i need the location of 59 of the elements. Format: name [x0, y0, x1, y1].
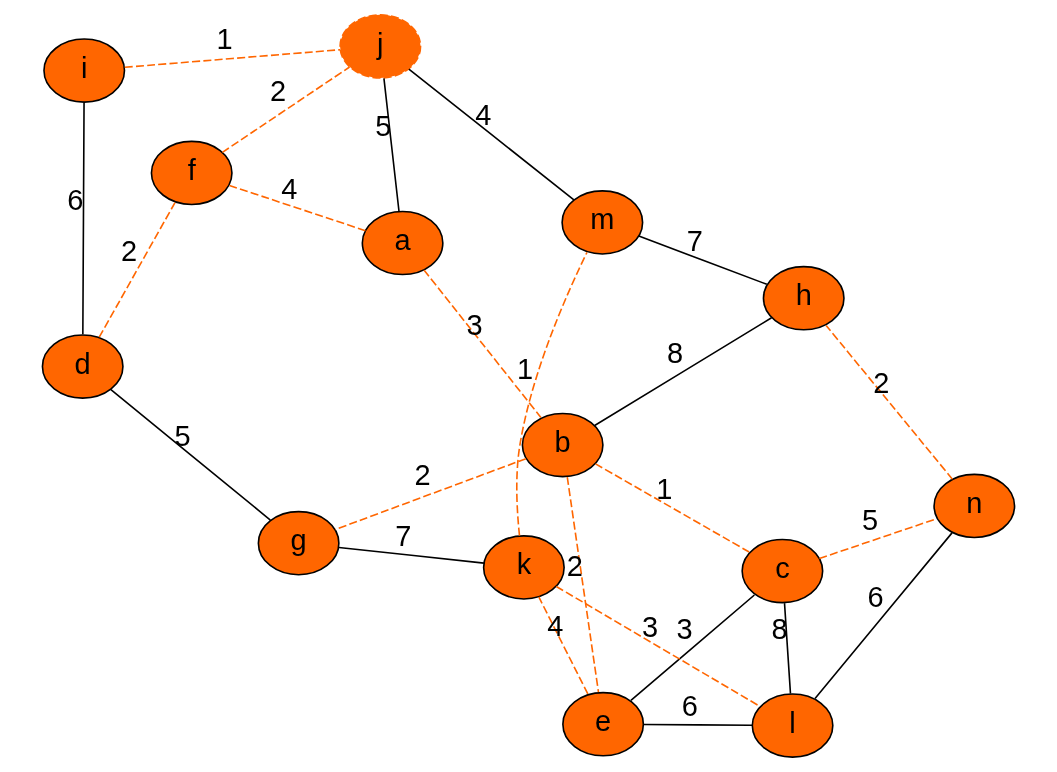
- edge-label: 2: [414, 459, 431, 492]
- edge-label: 8: [771, 613, 788, 646]
- node-ellipse: b: [521, 412, 604, 478]
- connector: [221, 66, 351, 154]
- edge-label: 2: [566, 549, 583, 582]
- edge-label: 4: [547, 610, 564, 643]
- connector: [825, 324, 954, 480]
- node-ellipse: l: [751, 693, 834, 758]
- edge-label: 2: [873, 367, 890, 400]
- connector: [98, 201, 176, 338]
- node-ellipse: a: [361, 210, 444, 276]
- node-ellipse: f: [150, 140, 233, 206]
- edge-label: 2: [269, 74, 287, 107]
- edge-label: 4: [475, 99, 492, 132]
- connector: [82, 101, 85, 336]
- connector: [538, 596, 589, 695]
- connector: [334, 457, 527, 531]
- connector: [408, 68, 575, 201]
- connector: [638, 235, 768, 286]
- connector: [123, 48, 342, 69]
- connector: [228, 184, 367, 232]
- node-ellipse: h: [762, 265, 845, 331]
- node-ellipse: m: [561, 190, 644, 255]
- edge-label: 6: [867, 580, 884, 613]
- node-ellipse: c: [741, 538, 824, 604]
- node-ellipse: g: [257, 510, 340, 576]
- node-ellipse: k: [482, 535, 565, 600]
- edge-label: 1: [517, 353, 534, 386]
- connector: [338, 546, 485, 564]
- edge-label: 7: [686, 225, 703, 258]
- connector: [516, 251, 588, 537]
- connector: [630, 594, 756, 702]
- edge-label: 2: [120, 234, 138, 267]
- node-ellipse: i: [43, 38, 126, 103]
- connector: [814, 532, 953, 700]
- connector: [110, 388, 272, 521]
- edge-label: 5: [174, 419, 191, 452]
- connector: [423, 269, 542, 419]
- connector: [594, 463, 751, 553]
- edge-label: 3: [642, 611, 659, 644]
- connector: [566, 476, 600, 693]
- node-ellipse: d: [41, 334, 124, 399]
- connector: [593, 316, 773, 427]
- connector: [555, 585, 761, 708]
- connector: [783, 602, 792, 695]
- edge-label: 7: [395, 520, 412, 553]
- connector: [642, 723, 753, 727]
- node-ellipse: e: [562, 691, 645, 757]
- edge-label: 4: [281, 173, 298, 206]
- edge-label: 1: [216, 23, 233, 56]
- edge-label: 5: [861, 503, 879, 536]
- node-ellipse: n: [933, 473, 1016, 539]
- edge-label: 6: [67, 183, 84, 216]
- edge-label: 1: [656, 472, 673, 505]
- edge-label: 3: [466, 308, 483, 341]
- edge-label: 3: [676, 612, 693, 645]
- edge-label: 6: [681, 689, 698, 722]
- edge-label: 8: [666, 336, 684, 369]
- node-ellipse: j: [339, 14, 422, 79]
